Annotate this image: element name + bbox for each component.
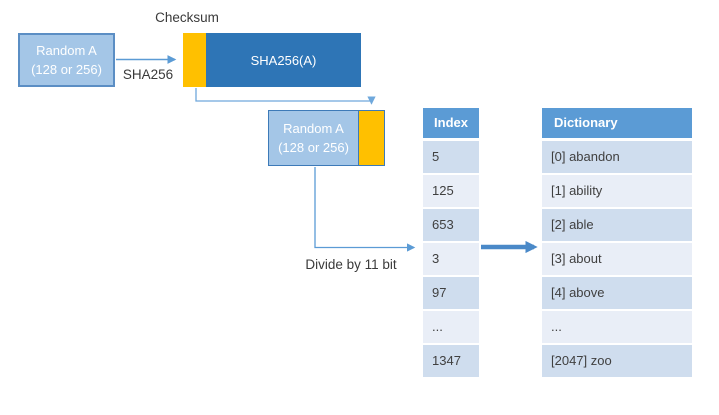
sha256-result-box: SHA256(A) [206,33,361,87]
table-row: 5 [423,141,479,173]
table-row: [2] able [542,209,692,241]
table-row: [1] ability [542,175,692,207]
sha256-label: SHA256 [122,67,174,82]
table-row: 97 [423,277,479,309]
checksum-to-random-connector [195,88,376,105]
divide-by-11bit-connector [314,167,416,252]
checksum2-segment [358,111,384,165]
checksum-segment [183,33,206,87]
table-row: 3 [423,243,479,275]
table-row: 125 [423,175,479,207]
divide-by-11bit-label: Divide by 11 bit [305,257,397,272]
table-row: 653 [423,209,479,241]
dictionary-table-header: Dictionary [542,108,692,138]
random-a-box: Random A (128 or 256) [18,33,115,87]
table-row: [3] about [542,243,692,275]
random-a-line2: (128 or 256) [31,62,102,77]
table-row: [2047] zoo [542,345,692,377]
dictionary-table-rows: [0] abandon[1] ability[2] able[3] about[… [542,141,692,377]
index-table-header: Index [423,108,479,138]
table-row: ... [423,311,479,343]
table-row: 1347 [423,345,479,377]
dictionary-table: Dictionary [0] abandon[1] ability[2] abl… [542,108,692,379]
checksum-label: Checksum [155,10,219,25]
table-row: [4] above [542,277,692,309]
table-row: ... [542,311,692,343]
table-row: [0] abandon [542,141,692,173]
random-a-with-checksum-box: Random A (128 or 256) [268,110,385,166]
random-a2-section: Random A (128 or 256) [269,111,358,165]
random-a2-line2: (128 or 256) [278,140,349,155]
random-a-line1: Random A [36,43,97,58]
random-a2-line1: Random A [283,121,344,136]
